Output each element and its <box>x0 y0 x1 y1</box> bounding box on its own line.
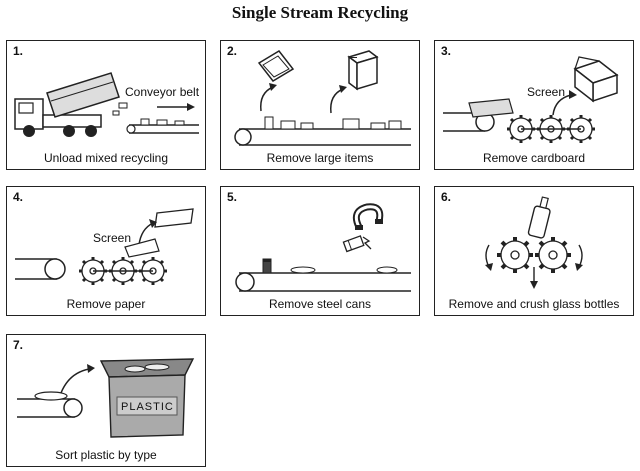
step-caption: Remove steel cans <box>268 297 372 311</box>
remove-steel-cans-illustration <box>235 203 411 292</box>
step-caption: Sort plastic by type <box>55 448 157 462</box>
remove-large-items-illustration <box>234 50 411 146</box>
step-2-panel: 2. Remove large items <box>220 40 420 170</box>
step-6-panel: 6. Remove and crush glass bottles <box>434 186 634 316</box>
screen-label: Screen <box>527 85 566 99</box>
truck-unloading-illustration <box>14 72 199 137</box>
remove-cardboard-illustration <box>443 56 619 143</box>
step-3-panel: 3. Screen Remove cardboard <box>434 40 634 170</box>
step-number: 5. <box>227 190 238 204</box>
sort-plastic-illustration <box>17 358 195 438</box>
step-number: 6. <box>441 190 452 204</box>
step-7-panel: 7. PLASTIC Sort plastic by type <box>6 334 206 467</box>
step-number: 7. <box>13 338 24 352</box>
step-caption: Remove large items <box>266 151 374 165</box>
step-caption: Remove paper <box>66 297 146 311</box>
crush-glass-bottles-illustration <box>485 196 583 289</box>
remove-paper-illustration <box>15 208 194 285</box>
step-1-panel: 1. Conveyor belt Unload mixed recycling <box>6 40 206 170</box>
diagram-title: Single Stream Recycling <box>231 3 409 22</box>
step-number: 1. <box>13 44 24 58</box>
step-number: 4. <box>13 190 24 204</box>
step-number: 2. <box>227 44 238 58</box>
screen-label: Screen <box>93 231 132 245</box>
step-5-panel: 5. Remove steel cans <box>220 186 420 316</box>
step-caption: Remove and crush glass bottles <box>448 297 620 311</box>
step-4-panel: 4. Screen Remove paper <box>6 186 206 316</box>
step-caption: Unload mixed recycling <box>43 151 169 165</box>
conveyor-belt-label: Conveyor belt <box>125 85 200 99</box>
plastic-bin-label: PLASTIC <box>121 401 174 413</box>
step-number: 3. <box>441 44 452 58</box>
step-caption: Remove cardboard <box>482 151 586 165</box>
